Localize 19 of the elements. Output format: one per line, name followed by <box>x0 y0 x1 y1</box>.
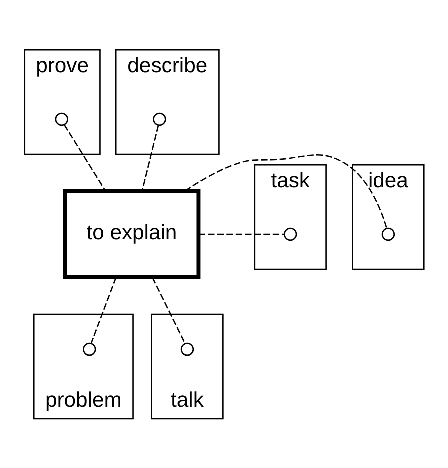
node-circle <box>54 112 68 126</box>
node-circle <box>381 227 395 241</box>
node-circle <box>180 342 194 356</box>
connector <box>152 276 186 344</box>
cluster: idea <box>352 164 424 270</box>
cluster: prove <box>24 48 100 155</box>
cluster: problem <box>32 313 134 420</box>
connector <box>141 124 159 192</box>
connector <box>90 276 116 344</box>
node-circle <box>284 227 297 241</box>
node-circle <box>82 342 96 356</box>
node-box: to explain <box>62 189 200 279</box>
connector <box>63 124 106 192</box>
node-circle <box>152 112 166 126</box>
cluster: describe <box>114 48 220 155</box>
connector <box>198 233 284 235</box>
connector <box>184 154 388 228</box>
cluster: talk <box>150 313 224 420</box>
cluster: task <box>254 164 326 270</box>
